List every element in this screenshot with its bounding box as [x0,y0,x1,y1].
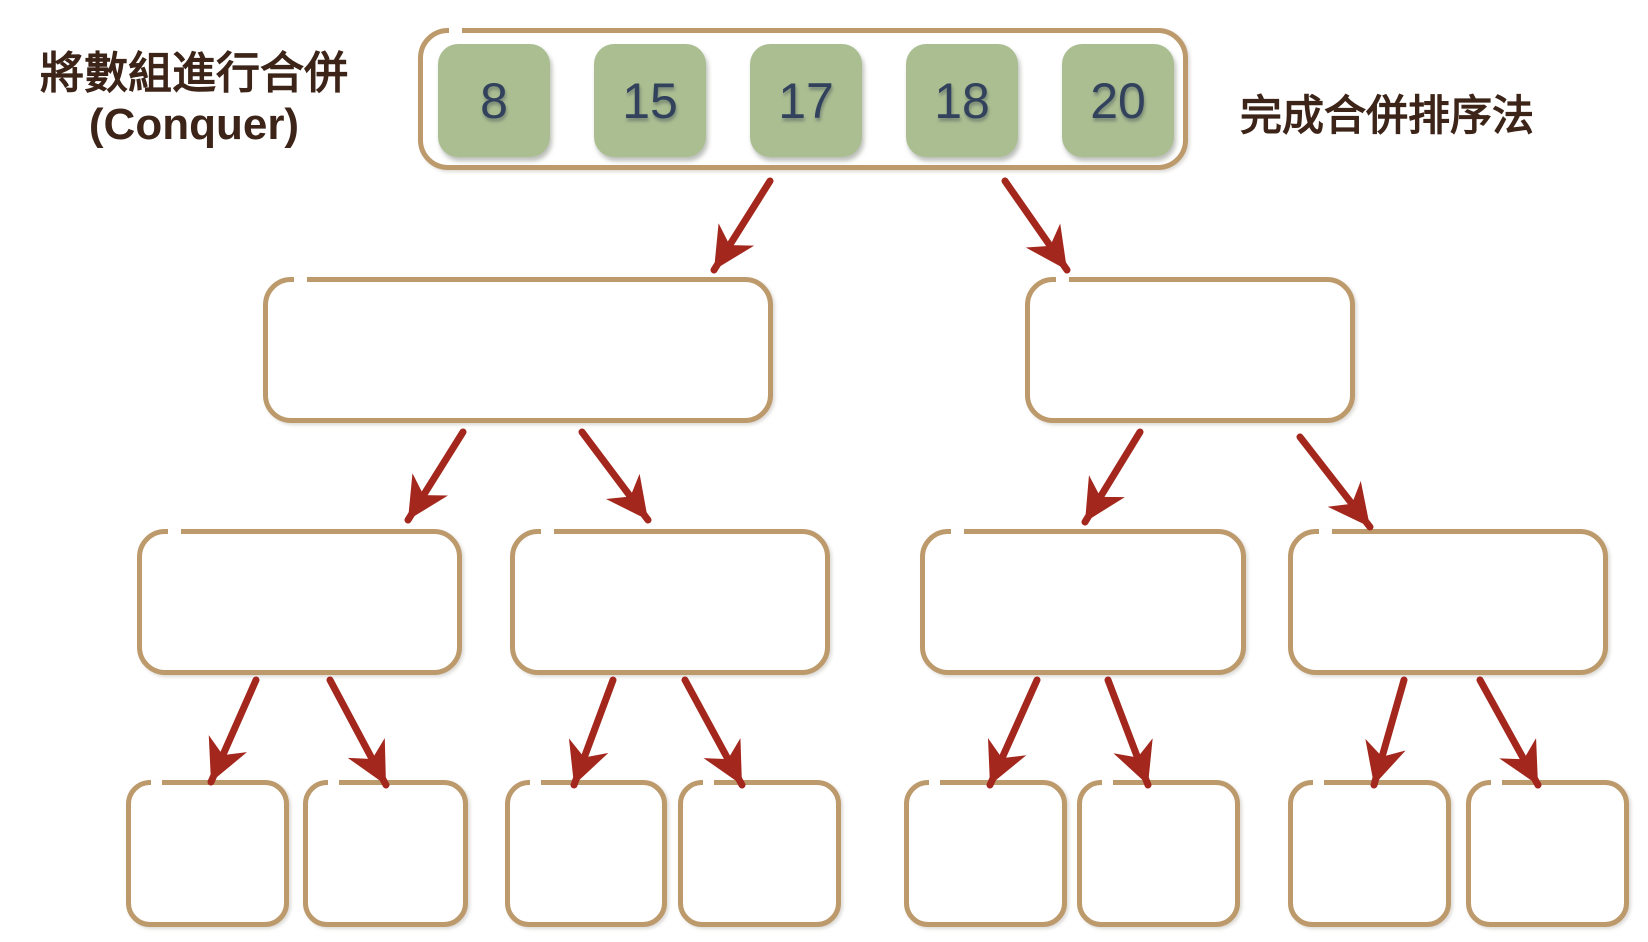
level3-box-2 [510,529,830,675]
arrow-root-to-level2-right [1001,177,1071,274]
arrow-l2a-to-l3b [578,428,652,524]
arrow-l3a-to-l4-1 [207,676,260,786]
arrow-l3d-to-l4-7 [1365,676,1408,789]
array-cell-4: 18 [906,44,1018,157]
arrow-l3d-to-l4-8 [1476,676,1542,789]
arrow-l2a-to-l3a [404,428,467,524]
level4-box-6 [1077,780,1240,927]
level3-box-3 [920,529,1246,675]
root-array-row: 8 15 17 18 20 [423,33,1183,157]
arrow-l3a-to-l4-2 [326,676,390,789]
arrow-l3b-to-l4-4 [681,676,746,789]
level4-box-5 [904,780,1067,927]
root-array-box: 8 15 17 18 20 [418,28,1188,170]
level4-box-8 [1466,780,1629,927]
level2-box-left [263,277,773,423]
arrow-l3c-to-l4-6 [1104,676,1153,789]
level3-box-4 [1288,529,1608,675]
array-cell-3: 17 [750,44,862,157]
level2-box-right [1025,277,1355,423]
arrow-root-to-level2-left [710,177,774,274]
left-caption-line1: 將數組進行合併 [40,49,348,98]
arrow-l3c-to-l4-5 [986,676,1041,789]
arrow-l3b-to-l4-3 [568,676,617,789]
arrow-l2b-to-l3d [1296,433,1374,531]
left-caption-line2: (Conquer) [88,100,300,150]
array-cell-2: 15 [594,44,706,157]
array-cell-5: 20 [1062,44,1174,157]
left-caption: 將數組進行合併 (Conquer) [18,48,370,150]
level4-box-4 [678,780,841,927]
arrow-l2b-to-l3c [1081,428,1144,526]
level4-box-2 [303,780,468,927]
right-caption: 完成合併排序法 [1239,92,1534,139]
level4-box-1 [126,780,289,927]
array-cell-1: 8 [438,44,550,157]
level3-box-1 [137,529,462,675]
